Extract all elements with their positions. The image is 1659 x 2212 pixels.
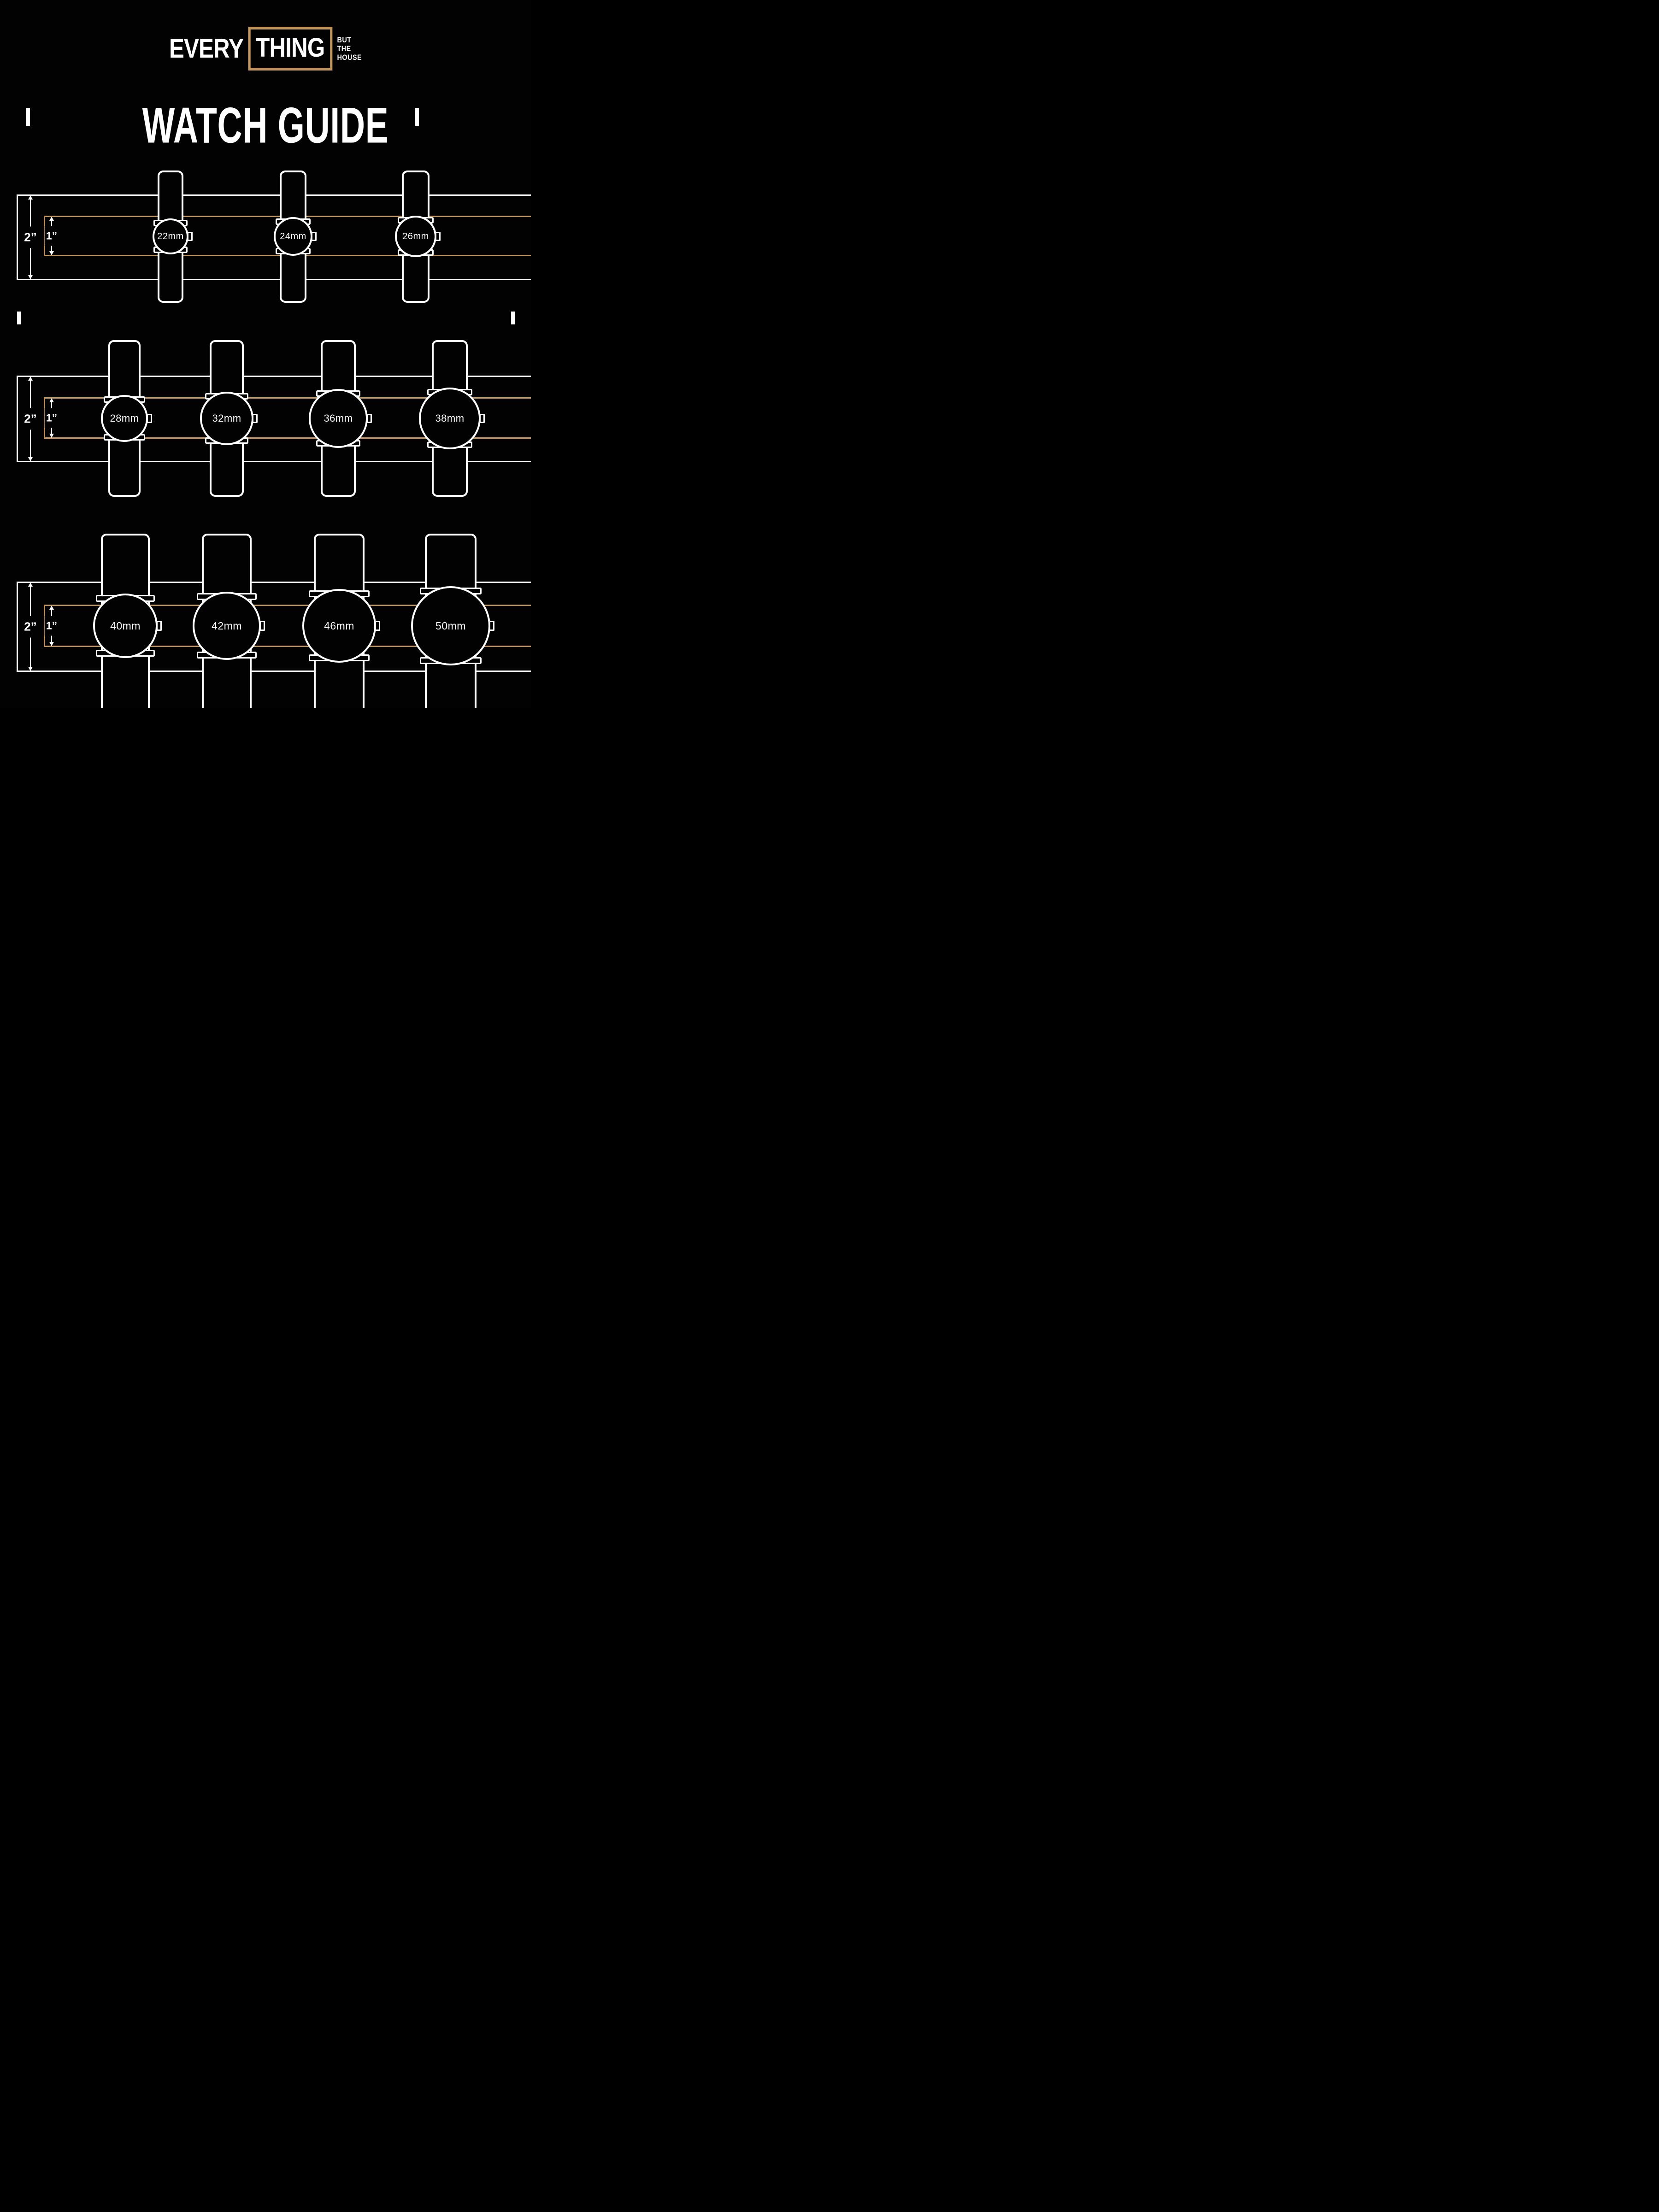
crop-mark [415, 108, 419, 126]
watch-size-label: 42mm [212, 619, 242, 632]
logo-thing-box: THING [248, 27, 333, 71]
watch-case: 50mm [411, 586, 490, 665]
ruler-band-2in [17, 582, 531, 672]
ruler-band-2in [17, 194, 531, 280]
ruler-band-1in [44, 605, 531, 647]
watch-26mm: 26mm [395, 171, 441, 303]
measure-2in: 2” [23, 582, 38, 671]
watch-size-label: 40mm [110, 619, 141, 632]
watch-28mm: 28mm [101, 340, 152, 497]
watch-size-label: 26mm [402, 231, 429, 241]
crop-mark [26, 108, 30, 126]
watch-case: 46mm [302, 589, 376, 663]
measure-1in-label: 1” [44, 408, 59, 428]
watch-size-label: 50mm [435, 619, 466, 632]
logo-tagline: BUT THE HOUSE [337, 35, 362, 62]
watch-size-label: 32mm [212, 412, 241, 424]
watch-size-label: 36mm [324, 412, 353, 424]
brand-logo: EVERY THING BUT THE HOUSE [40, 27, 491, 71]
logo-tagline-line: BUT [337, 35, 352, 44]
measure-2in-label: 2” [23, 226, 38, 248]
logo-tagline-line: THE [337, 44, 351, 53]
watch-case: 36mm [309, 389, 368, 448]
watch-36mm: 36mm [309, 340, 372, 497]
watch-case: 42mm [193, 592, 261, 660]
watch-size-label: 22mm [157, 231, 184, 241]
ruler-band-1in [44, 397, 531, 439]
watch-case: 22mm [153, 218, 188, 254]
watch-guide-poster: EVERY THING BUT THE HOUSE WATCH GUIDE 2”… [0, 0, 531, 708]
watch-size-label: 28mm [110, 412, 139, 424]
watch-case: 26mm [395, 216, 436, 257]
logo-tagline-line: HOUSE [337, 53, 362, 62]
measure-2in: 2” [23, 195, 38, 279]
measure-1in: 1” [44, 217, 59, 255]
watch-32mm: 32mm [200, 340, 258, 497]
watch-case: 40mm [93, 594, 158, 658]
watch-case: 38mm [419, 388, 481, 449]
watch-case: 24mm [274, 217, 312, 256]
watch-42mm: 42mm [193, 534, 265, 708]
watch-38mm: 38mm [419, 340, 485, 497]
watch-46mm: 46mm [302, 534, 380, 708]
watch-size-label: 46mm [324, 619, 354, 632]
watch-50mm: 50mm [411, 534, 494, 708]
logo-every-text: EVERY [169, 34, 244, 64]
watch-size-label: 24mm [280, 231, 306, 241]
watch-case: 32mm [200, 392, 253, 445]
watch-40mm: 40mm [93, 534, 162, 708]
watch-24mm: 24mm [274, 171, 317, 303]
crop-mark [17, 312, 21, 324]
crop-mark [511, 312, 515, 324]
watch-22mm: 22mm [153, 171, 193, 303]
measure-1in-label: 1” [44, 616, 59, 636]
ruler-band-2in [17, 376, 531, 462]
measure-2in-label: 2” [23, 616, 38, 638]
watch-case: 28mm [101, 395, 148, 442]
measure-2in-label: 2” [23, 408, 38, 430]
measure-1in: 1” [44, 398, 59, 438]
measure-2in: 2” [23, 377, 38, 461]
page-title: WATCH GUIDE [142, 98, 389, 154]
measure-1in: 1” [44, 606, 59, 646]
measure-1in-label: 1” [44, 226, 59, 246]
watch-size-label: 38mm [435, 412, 465, 424]
